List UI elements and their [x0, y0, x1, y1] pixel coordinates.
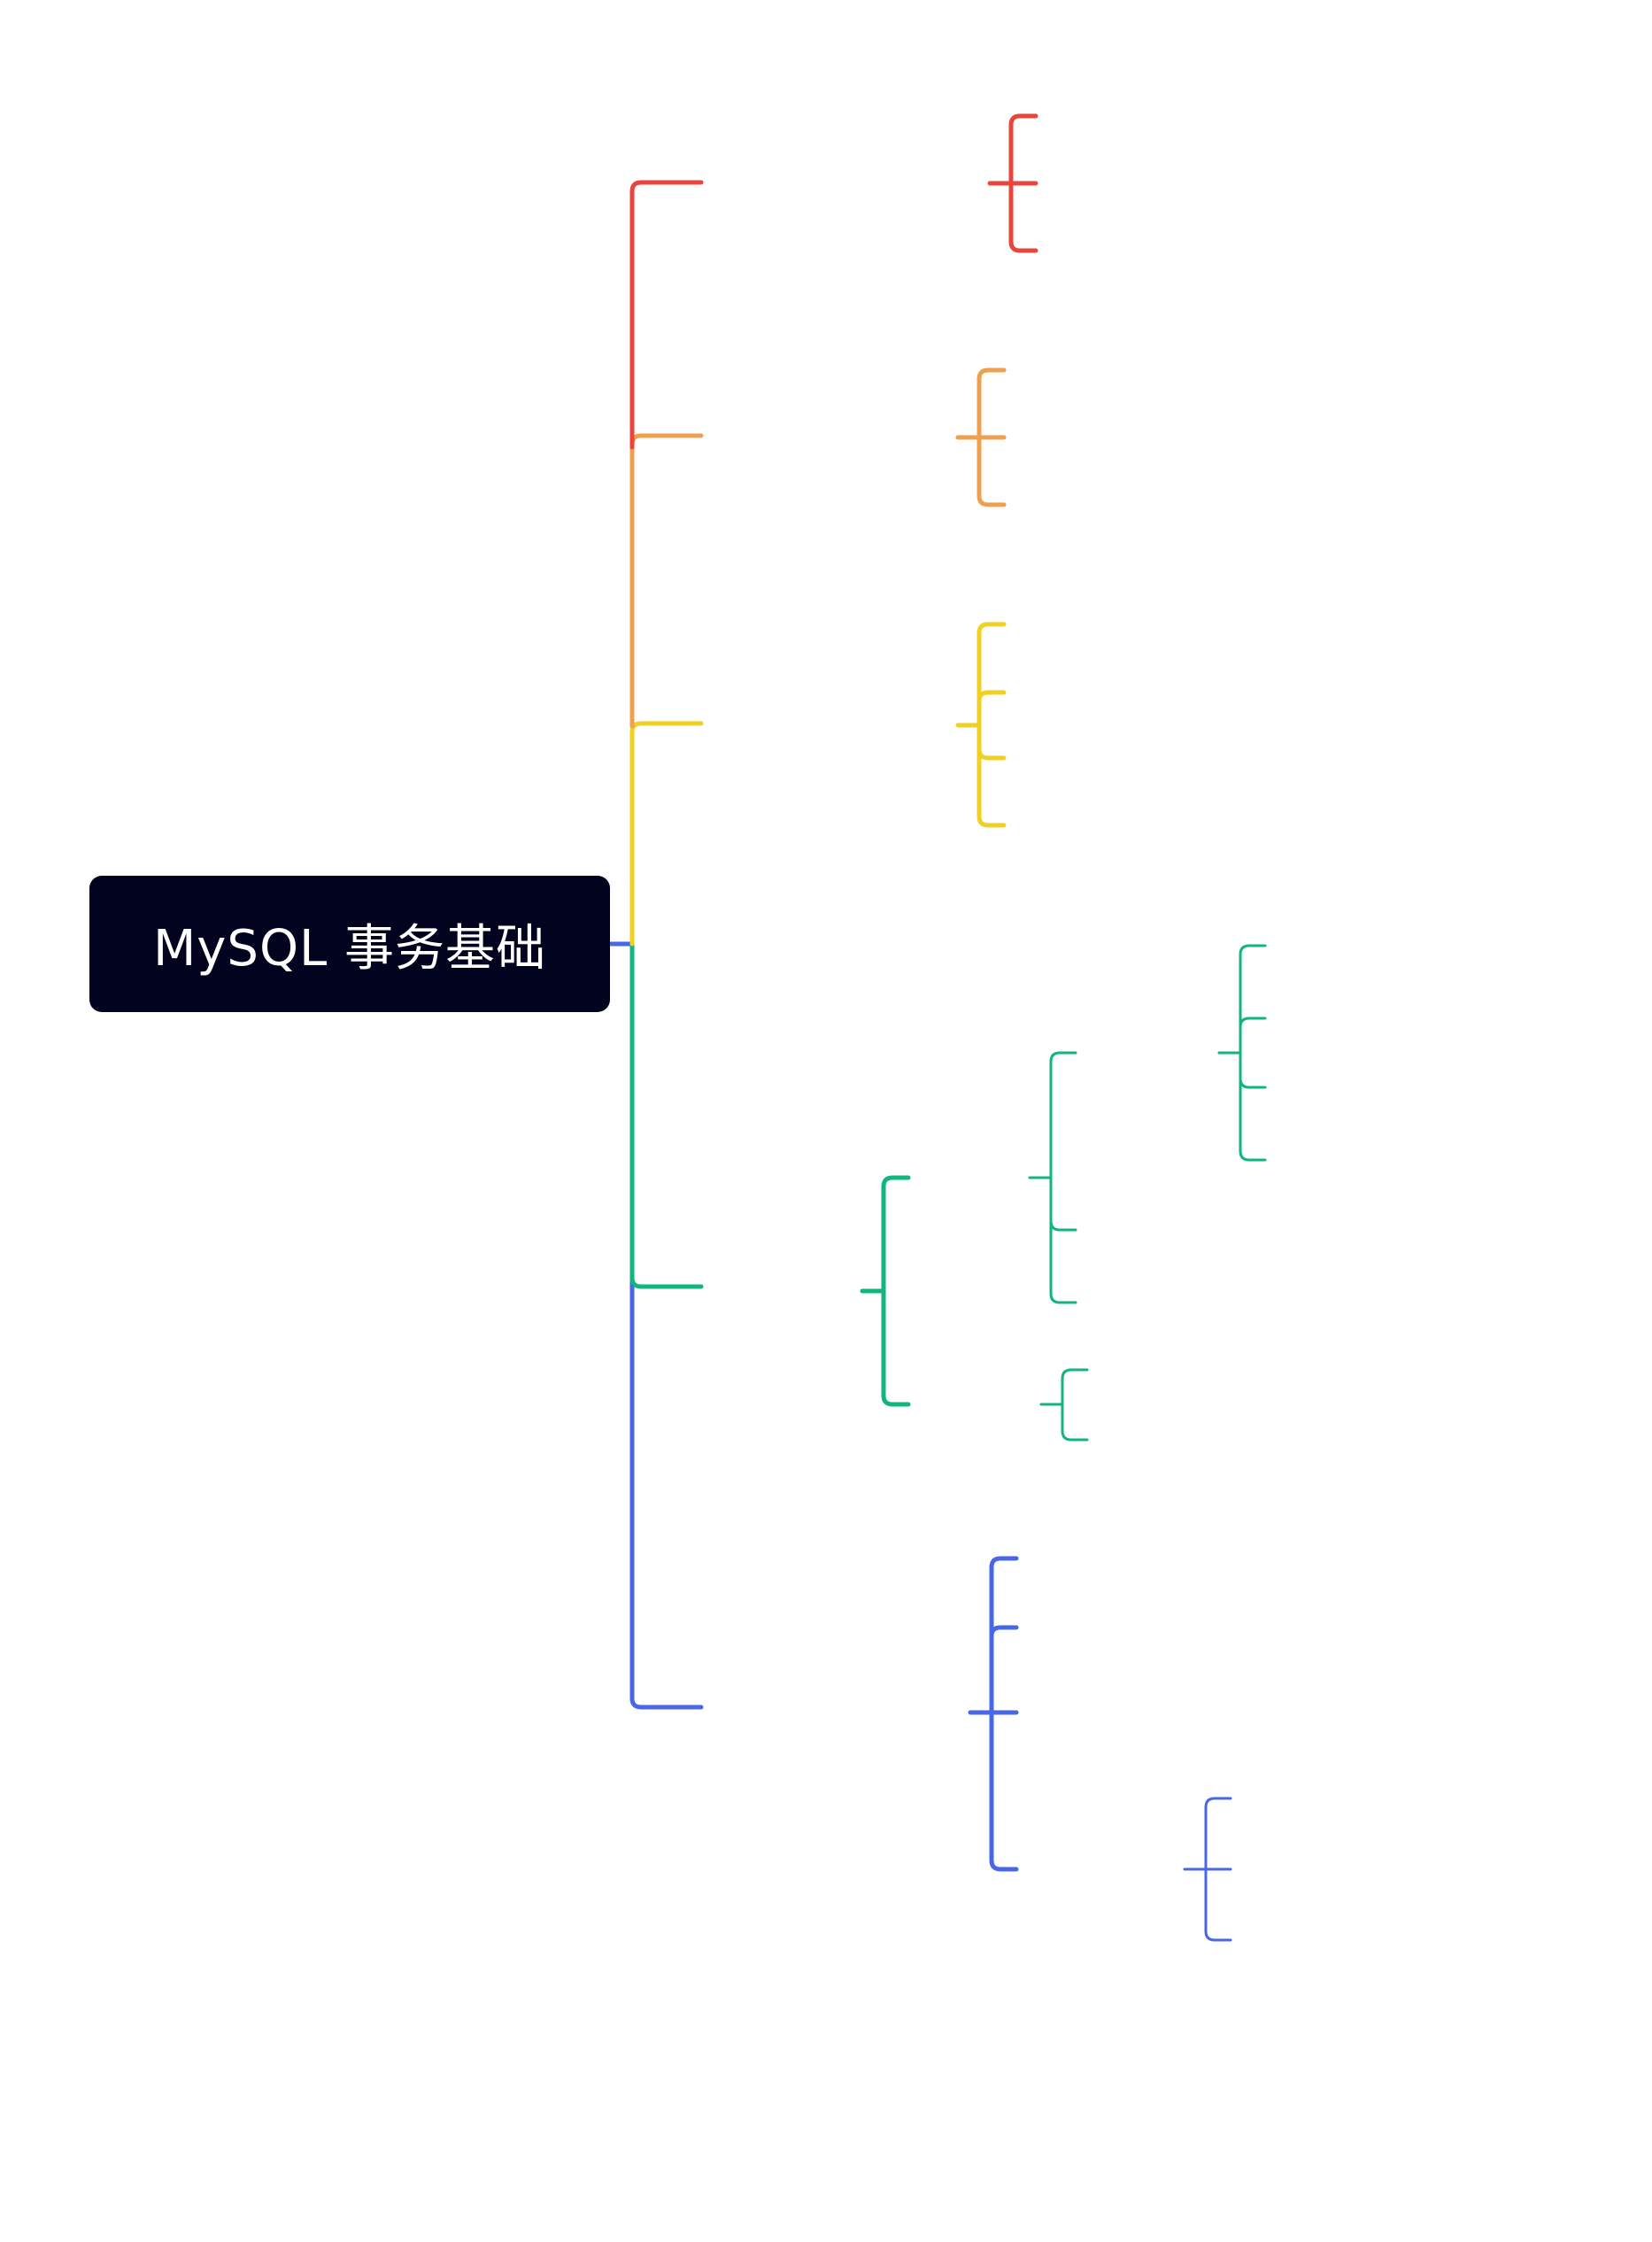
- root-node-label: MySQL 事务基础: [152, 919, 547, 978]
- trunk-connector-green: [629, 941, 704, 1289]
- green-sub-sub-brace: [1217, 944, 1267, 1162]
- trunk-connector-yellow: [629, 721, 704, 947]
- trunk-connector-orange: [629, 433, 704, 729]
- yellow-subtree-brace: [955, 622, 1007, 828]
- root-node[interactable]: MySQL 事务基础: [89, 876, 610, 1012]
- green-sub-brace-b: [1039, 1368, 1089, 1442]
- blue-subtree-brace: [968, 1556, 1019, 1872]
- trunk-connector-blue: [607, 941, 704, 1710]
- green-subtree-brace: [860, 1175, 911, 1407]
- blue-sub-brace: [1183, 1797, 1232, 1942]
- green-sub-brace-a: [1028, 1051, 1077, 1304]
- trunk-connector-red: [629, 180, 704, 450]
- orange-subtree-brace: [955, 367, 1007, 507]
- red-subtree-brace: [987, 113, 1038, 253]
